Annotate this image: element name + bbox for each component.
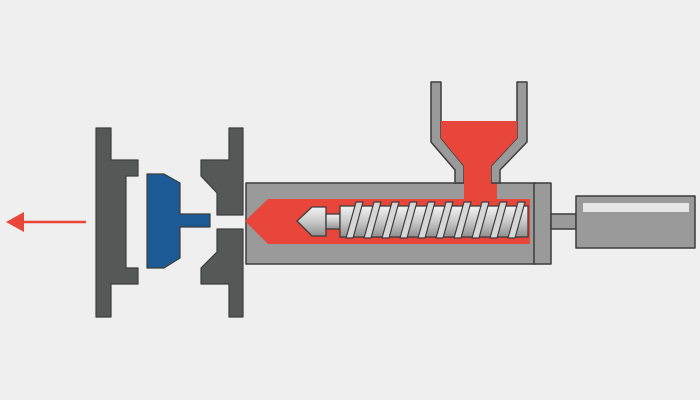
screw-flight bbox=[363, 201, 382, 239]
moving-platen bbox=[95, 127, 139, 318]
screw-flight bbox=[381, 201, 400, 239]
fixed-platen-top bbox=[200, 127, 244, 216]
screw-neck bbox=[325, 213, 341, 230]
screw-flight bbox=[345, 201, 364, 239]
screw-flights bbox=[345, 201, 526, 239]
drive-motor-highlight bbox=[583, 203, 689, 212]
molded-part bbox=[146, 173, 211, 269]
screw-flight bbox=[507, 201, 526, 239]
motion-arrow bbox=[6, 212, 86, 232]
screw-flight bbox=[399, 201, 418, 239]
screw-flight bbox=[489, 201, 508, 239]
hopper-melt bbox=[441, 121, 517, 199]
barrel-end-plate bbox=[533, 182, 552, 265]
arrow-head bbox=[6, 212, 24, 232]
screw-flight bbox=[435, 201, 454, 239]
screw-flight bbox=[471, 201, 490, 239]
screw-flight bbox=[417, 201, 436, 239]
drive-shaft bbox=[550, 213, 577, 230]
screw-flight bbox=[453, 201, 472, 239]
fixed-platen-bottom bbox=[200, 228, 244, 318]
